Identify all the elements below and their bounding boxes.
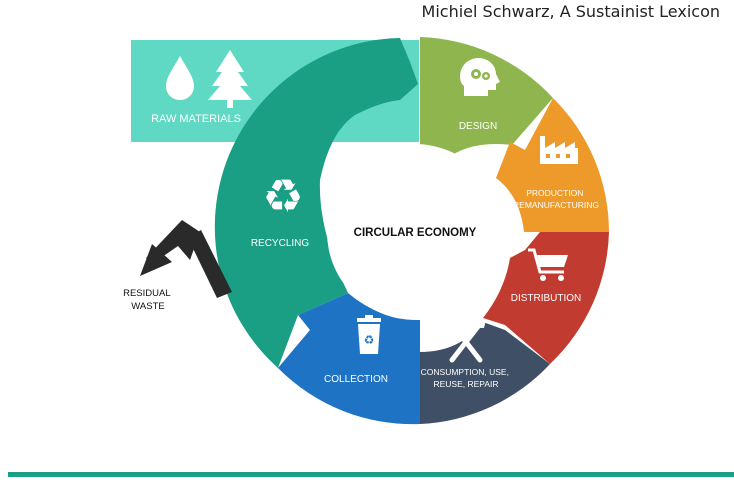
recycling-segment [214, 38, 418, 368]
center-label: CIRCULAR ECONOMY [354, 227, 477, 239]
distribution-segment [483, 232, 609, 364]
consumption-label-line: CONSUMPTION, USE, [421, 367, 509, 377]
collection-label: COLLECTION [324, 374, 388, 385]
design-label: DESIGN [459, 121, 497, 132]
production-label-line: REMANUFACTURING [513, 200, 599, 210]
raw-materials-label: RAW MATERIALS [151, 113, 241, 125]
residual-waste-line: WASTE [131, 301, 164, 312]
consumption-label-line: REUSE, REPAIR [433, 379, 498, 389]
collection-segment [278, 293, 420, 425]
arrow-icon [140, 220, 232, 298]
center-hub [327, 144, 503, 320]
recycle-icon: ♻ [262, 170, 303, 222]
consumption-label: CONSUMPTION, USE, REUSE, REPAIR [421, 367, 512, 389]
design-segment [420, 37, 553, 160]
bottom-divider [8, 472, 734, 477]
trash-bin-icon: ♻ [357, 315, 381, 354]
factory-icon [540, 136, 578, 164]
production-segment [496, 98, 609, 232]
shopping-cart-icon [528, 248, 568, 281]
production-label-line: PRODUCTION [526, 188, 583, 198]
residual-waste-line: RESIDUAL [123, 288, 170, 299]
consumption-segment [402, 322, 550, 424]
residual-waste-label: RESIDUAL WASTE [123, 288, 173, 312]
head-gears-icon [460, 57, 500, 96]
source-credit: Michiel Schwarz, A Sustainist Lexicon [421, 2, 720, 21]
tree-icon [208, 50, 252, 108]
water-drop-icon [166, 56, 194, 100]
tools-icon [443, 315, 486, 363]
distribution-label: DISTRIBUTION [511, 293, 582, 304]
recycling-label: RECYCLING [251, 238, 310, 249]
production-label: PRODUCTION REMANUFACTURING [513, 188, 599, 210]
svg-text:♻: ♻ [364, 333, 375, 347]
